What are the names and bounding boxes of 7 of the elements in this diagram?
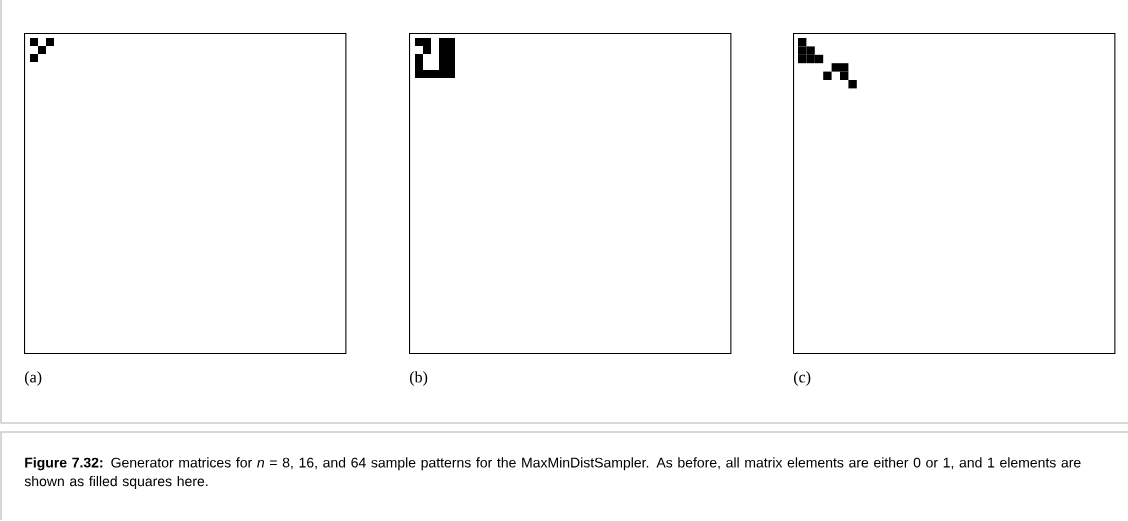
panel-label: (c) <box>794 371 811 386</box>
panel-label: (b) <box>410 371 428 386</box>
matrix-panel <box>409 33 732 355</box>
panel-label: (a) <box>25 371 42 386</box>
matrix-panel <box>793 33 1116 355</box>
matrix-panel <box>24 33 347 355</box>
caption: Figure 7.32: Generator matrices for n = 8, 16, and 64 sample patterns for the MaxMinDistSampler. As before, all matrix elements are either 0 or 1, and 1 elements are shown as filled squares here. <box>24 457 1081 489</box>
